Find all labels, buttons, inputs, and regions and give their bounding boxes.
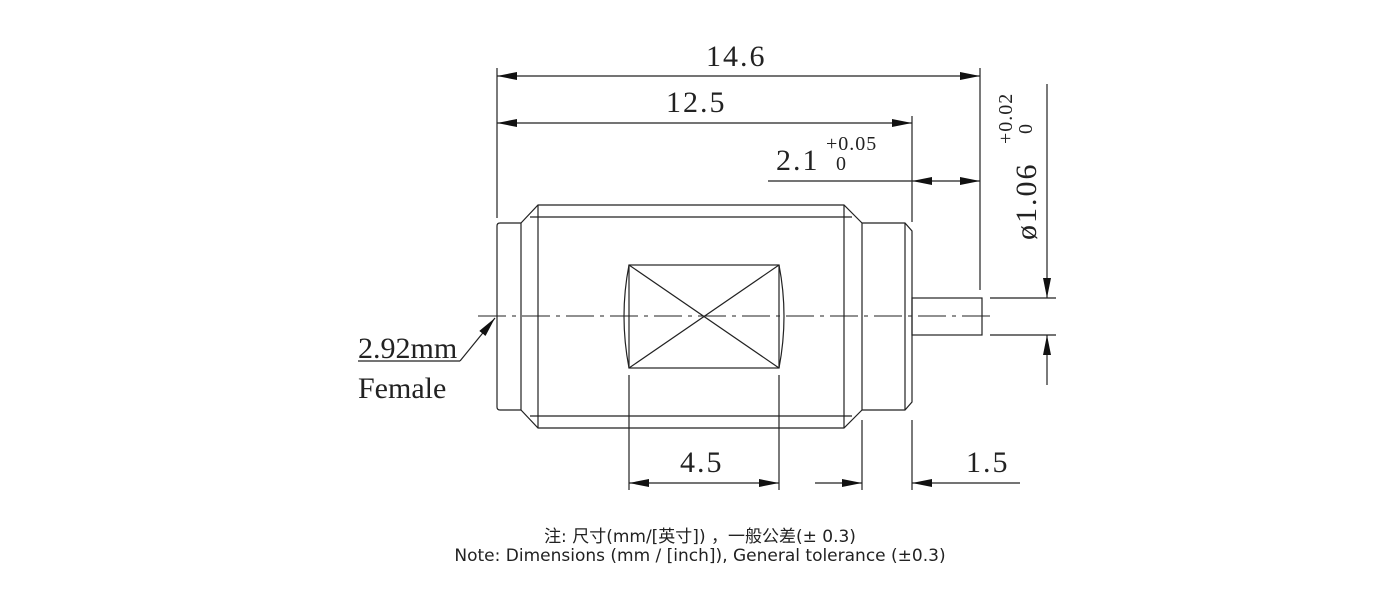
dim-overall-length: 14.6: [706, 40, 767, 73]
window: [628, 264, 780, 369]
dim-body-length: 12.5: [666, 86, 727, 119]
note-chinese: 注: 尺寸(mm/[英寸]) ，一般公差(± 0.3): [544, 527, 856, 547]
dim-pin-diameter: ø1.06: [1010, 163, 1043, 241]
dimension-lines: [358, 68, 1056, 490]
connector-outline: [478, 204, 995, 429]
pin: [911, 297, 983, 336]
main-body: [520, 204, 863, 429]
dim-pin-length: 2.1: [776, 144, 820, 177]
dim-flange-length: 1.5: [966, 446, 1010, 479]
dim-pin-length-tol-lower: 0: [836, 153, 847, 175]
left-flange: [496, 222, 521, 411]
dim-pin-diameter-tol-upper: +0.02: [995, 93, 1017, 144]
dim-window-width: 4.5: [680, 446, 724, 479]
callout-gender: Female: [358, 372, 446, 405]
dim-pin-diameter-tol-lower: 0: [1015, 123, 1037, 134]
callout-interface: 2.92mm: [358, 332, 457, 365]
dim-pin-length-tol-upper: +0.05: [826, 133, 877, 155]
note-english: Note: Dimensions (mm / [inch]), General …: [454, 546, 946, 566]
